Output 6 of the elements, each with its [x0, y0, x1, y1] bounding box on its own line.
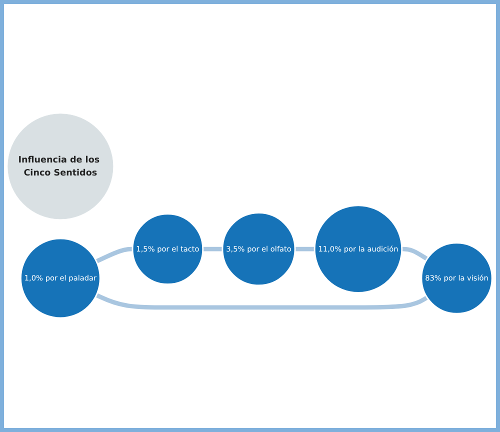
connector: [96, 293, 428, 310]
node-circle: Influencia de los Cinco Sentidos: [8, 114, 114, 220]
connector: [96, 246, 134, 264]
connector: [401, 246, 428, 261]
connector: [294, 246, 316, 252]
connector: [202, 246, 224, 252]
